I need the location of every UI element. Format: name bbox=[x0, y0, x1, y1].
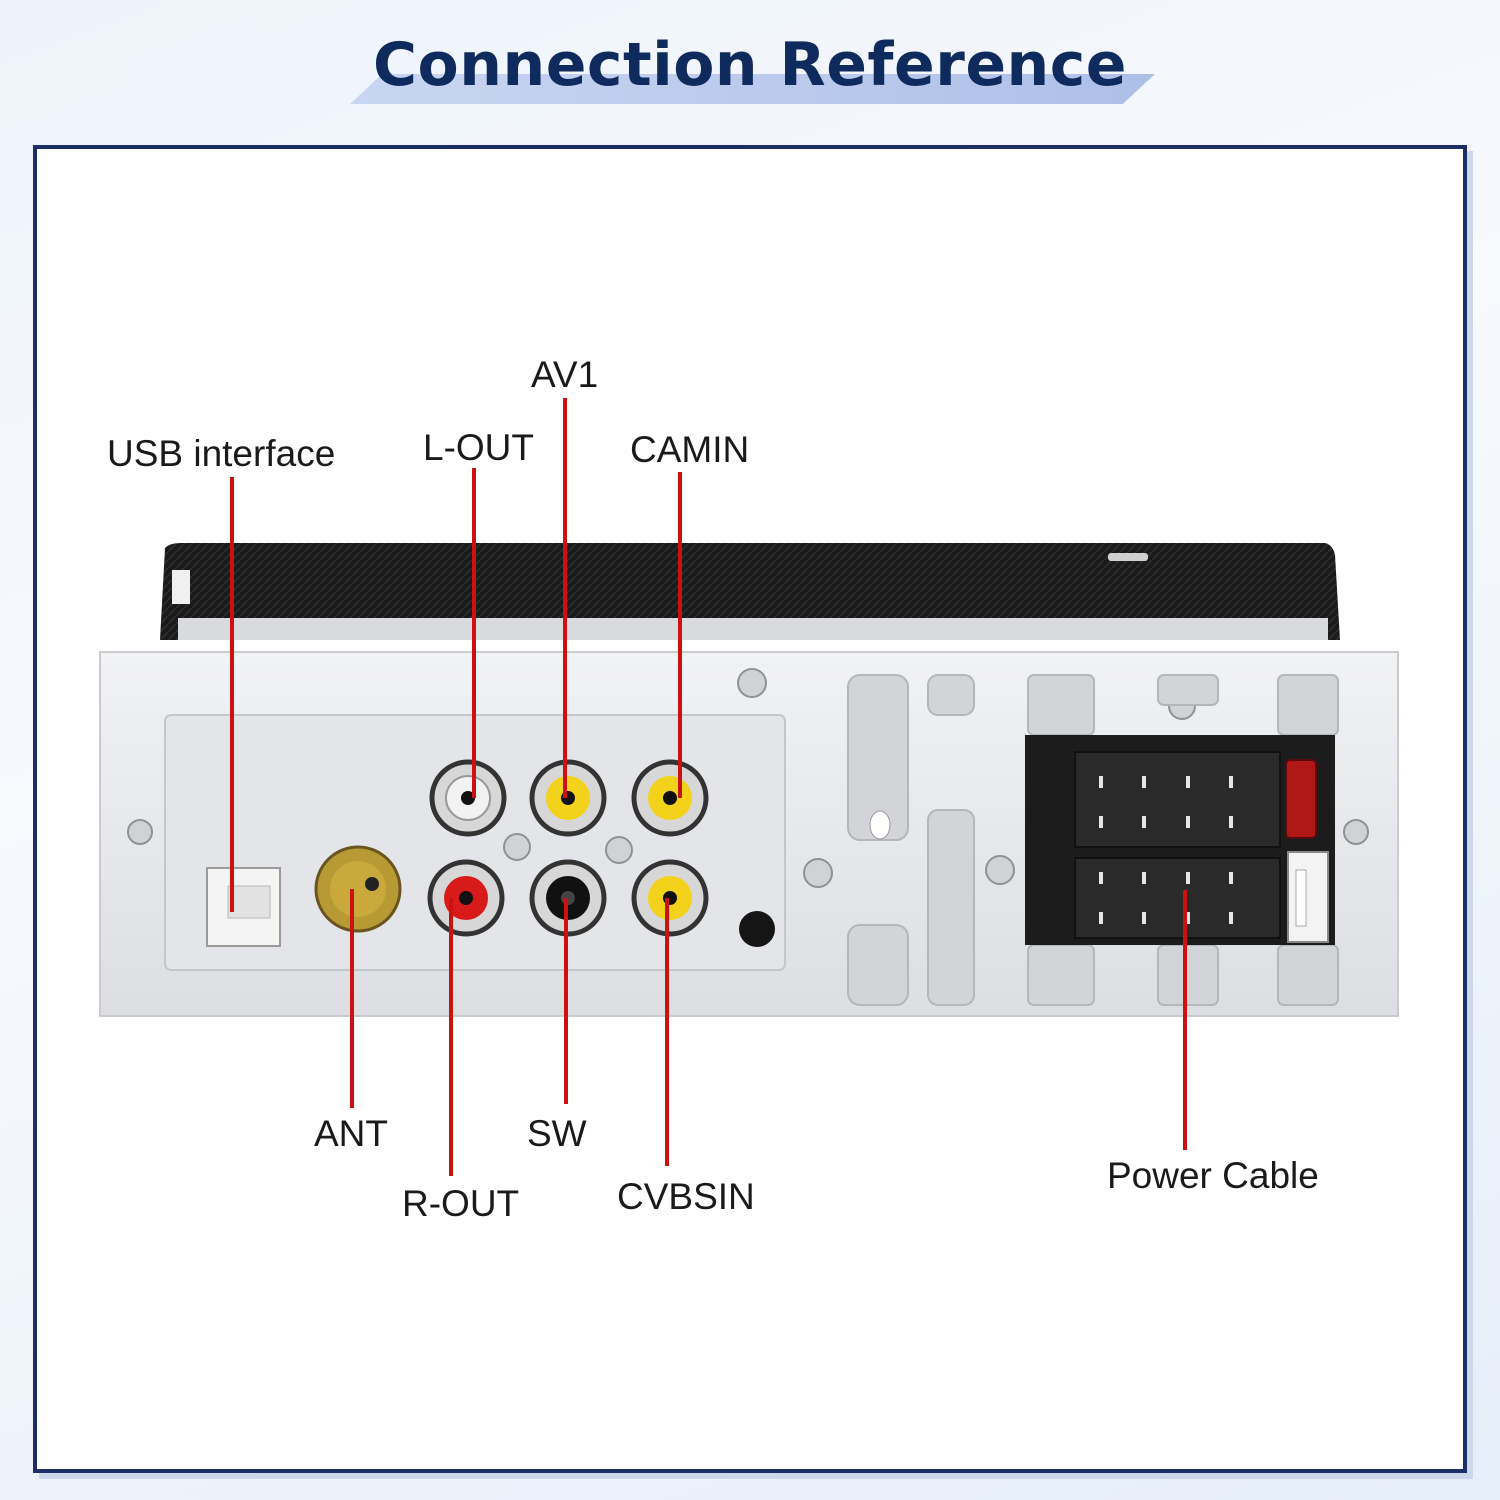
faceplate-top bbox=[160, 543, 1340, 640]
screw-icon bbox=[503, 833, 531, 861]
label-r-out: R-OUT bbox=[402, 1183, 520, 1224]
vent-slot bbox=[1277, 944, 1339, 1006]
label-av1: AV1 bbox=[531, 354, 599, 395]
vent-slot bbox=[847, 674, 909, 841]
chassis-top-edge bbox=[178, 618, 1328, 640]
rca-jack-cvbsin bbox=[631, 859, 709, 937]
vent-slot bbox=[1277, 674, 1339, 736]
vent-slot bbox=[1157, 674, 1219, 706]
faceplate-slot-right bbox=[1108, 553, 1148, 561]
screw-icon bbox=[605, 836, 633, 864]
mic-port bbox=[739, 911, 775, 947]
screw-icon bbox=[127, 819, 153, 845]
rca-jack-av1 bbox=[529, 759, 607, 837]
screw-icon bbox=[985, 855, 1015, 885]
label-ant: ANT bbox=[314, 1113, 388, 1154]
rca-jack-r-out bbox=[427, 859, 505, 937]
faceplate-slot-left bbox=[172, 570, 190, 604]
page-title: Connection Reference bbox=[373, 30, 1127, 100]
label-cvbsin: CVBSIN bbox=[617, 1176, 755, 1217]
vent-slot bbox=[847, 924, 909, 1006]
rca-jack-camin bbox=[631, 759, 709, 837]
fuse-icon bbox=[1285, 759, 1317, 839]
label-usb-interface: USB interface bbox=[107, 433, 336, 474]
vent-slot bbox=[1027, 944, 1095, 1006]
label-power-cable: Power Cable bbox=[1107, 1155, 1319, 1196]
label-sw: SW bbox=[527, 1113, 587, 1154]
vent-slot bbox=[927, 674, 975, 716]
vent-slot bbox=[1027, 674, 1095, 736]
usb-a-port bbox=[1287, 851, 1329, 943]
title-underline-band bbox=[350, 74, 1155, 104]
label-camin: CAMIN bbox=[630, 429, 750, 470]
label-l-out: L-OUT bbox=[423, 427, 534, 468]
screw-icon bbox=[803, 858, 833, 888]
vent-slot bbox=[927, 809, 975, 1006]
screw-icon bbox=[737, 668, 767, 698]
vent-slot bbox=[1157, 944, 1219, 1006]
screw-icon bbox=[1343, 819, 1369, 845]
rca-jack-l-out bbox=[429, 759, 507, 837]
